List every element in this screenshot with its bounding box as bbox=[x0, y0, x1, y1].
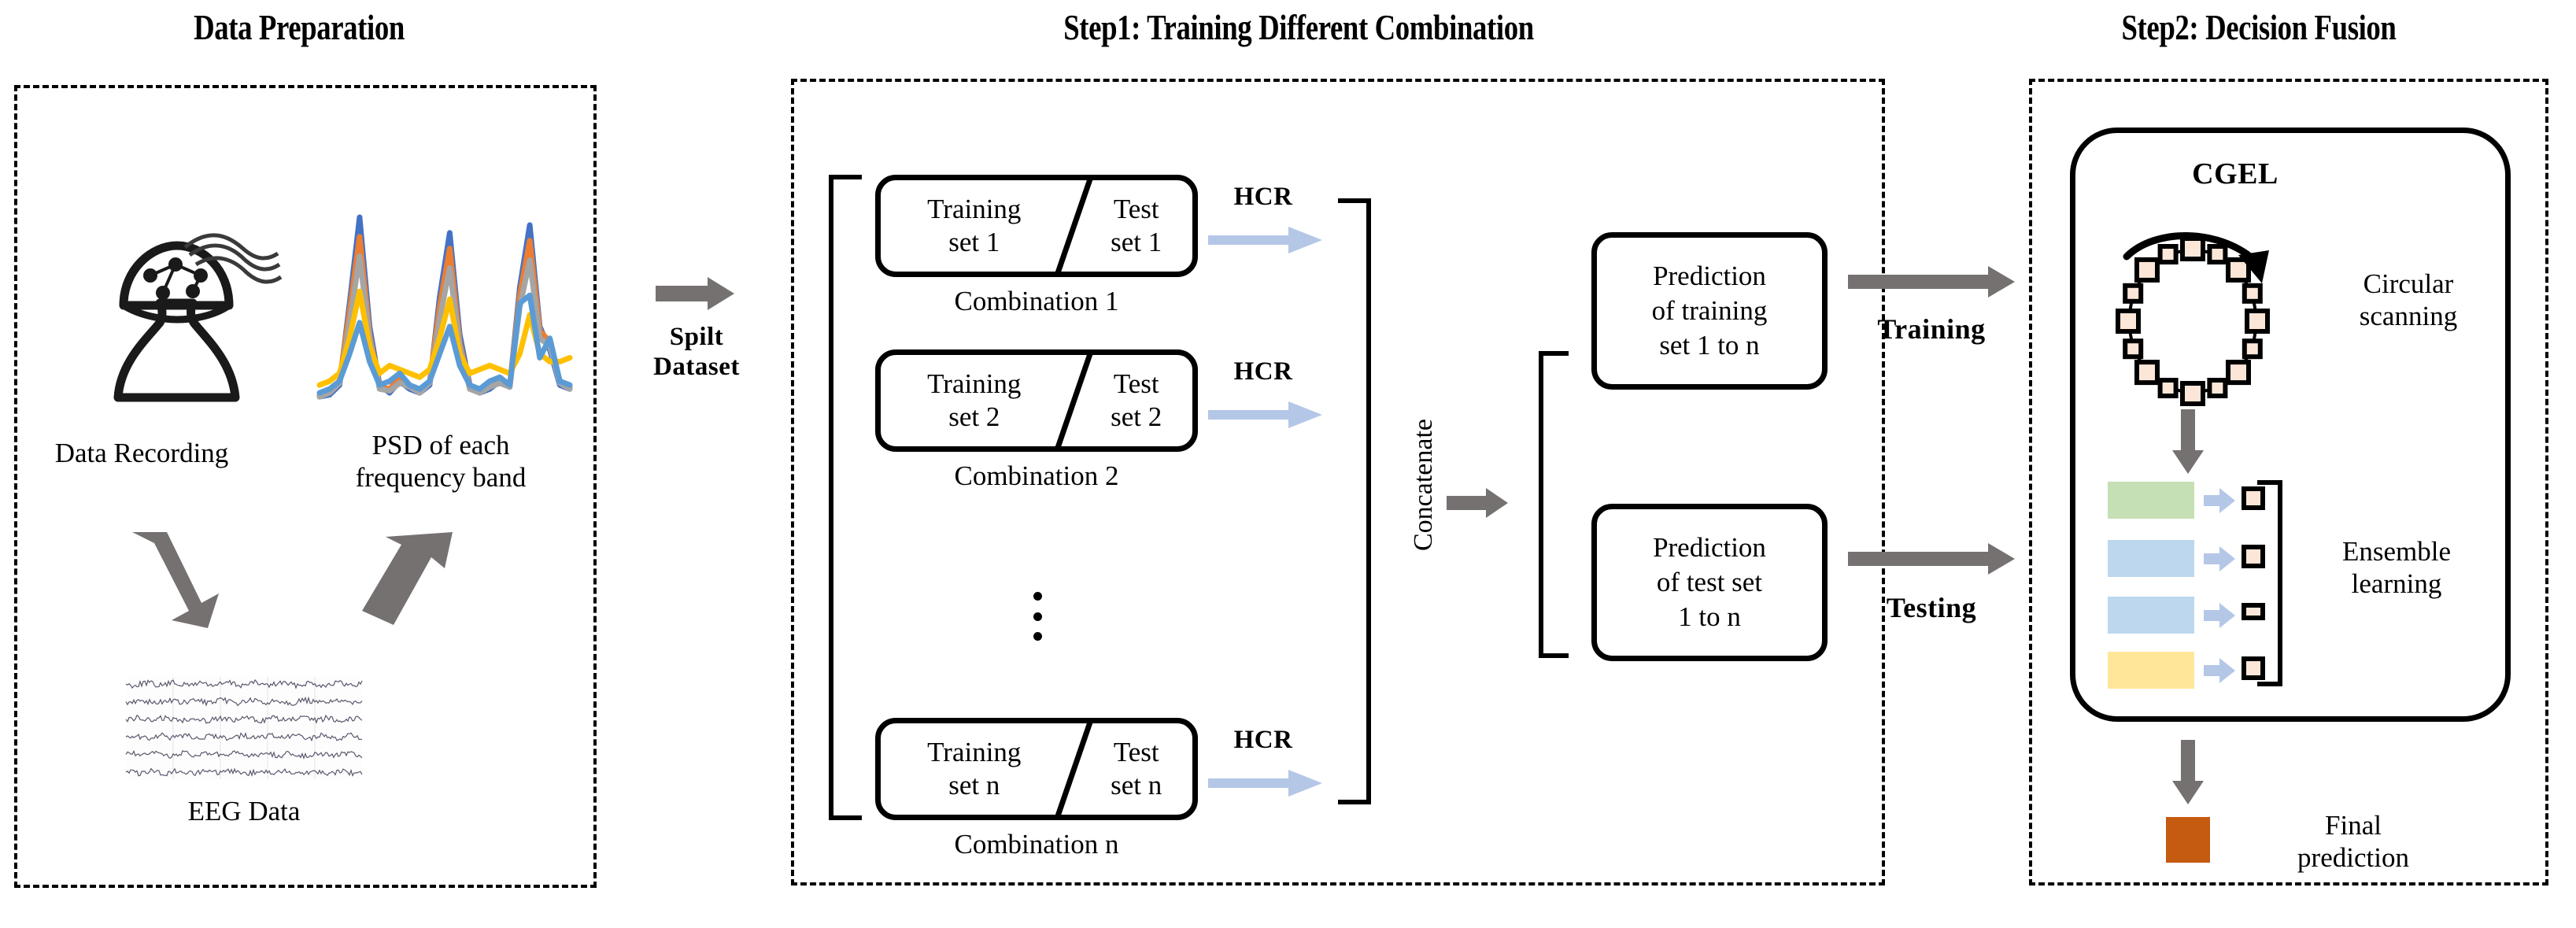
bracket-ensemble bbox=[2257, 480, 2282, 686]
test-set-label-1: Test set 1 bbox=[1111, 194, 1162, 257]
hcr-arrow-2 bbox=[1208, 401, 1322, 428]
panel-step1 bbox=[791, 79, 1885, 885]
combination-caption-1: Combination 1 bbox=[954, 286, 1119, 316]
bracket-combinations bbox=[829, 175, 862, 820]
eeg-raw-trace-image bbox=[125, 677, 363, 779]
panel-title-data-preparation: Data Preparation bbox=[194, 7, 405, 47]
ensemble-arrow-2 bbox=[2204, 546, 2235, 571]
ensemble-node-3 bbox=[2242, 603, 2265, 620]
prediction-training-box[interactable]: Prediction of training set 1 to n bbox=[1591, 232, 1828, 390]
combination-box-2[interactable]: Training set 2 Test set 2 bbox=[875, 349, 1198, 452]
ensemble-node-4 bbox=[2242, 656, 2265, 680]
arrow-to-final-prediction bbox=[2172, 740, 2204, 804]
arrow-split-dataset bbox=[656, 277, 734, 310]
ensemble-learning-label: Ensemble learning bbox=[2341, 536, 2452, 600]
training-set-label-2: Training set 2 bbox=[927, 368, 1022, 432]
final-prediction-label: Final prediction bbox=[2297, 810, 2409, 874]
panel-step2 bbox=[2029, 79, 2548, 885]
arrow-ring-to-ensemble bbox=[2172, 409, 2204, 474]
circular-scanning-label: Circular scanning bbox=[2359, 268, 2458, 332]
combination-ellipsis bbox=[1033, 592, 1042, 641]
arrow-testing bbox=[1848, 543, 2015, 575]
test-set-label-2: Test set 2 bbox=[1111, 368, 1162, 432]
data-recording-label: Data Recording bbox=[54, 438, 229, 468]
panel-title-step2: Step2: Decision Fusion bbox=[2121, 7, 2397, 47]
ensemble-arrow-4 bbox=[2204, 658, 2235, 683]
hcr-label-1: HCR bbox=[1233, 183, 1293, 211]
training-transition-label: Training bbox=[1877, 313, 1986, 345]
ensemble-bar-4 bbox=[2108, 652, 2194, 689]
circular-scanning-ring bbox=[2100, 211, 2301, 408]
arrow-concatenate bbox=[1447, 488, 1508, 518]
hcr-label-2: HCR bbox=[1233, 357, 1293, 386]
hcr-arrow-n bbox=[1208, 770, 1322, 797]
panel-data-preparation bbox=[14, 85, 597, 888]
cgel-label: CGEL bbox=[2192, 157, 2278, 190]
final-prediction-swatch bbox=[2166, 817, 2210, 863]
training-set-label-n: Training set n bbox=[927, 737, 1022, 800]
ensemble-bar-1 bbox=[2108, 482, 2194, 519]
hcr-label-n: HCR bbox=[1233, 726, 1293, 754]
prediction-test-box[interactable]: Prediction of test set 1 to n bbox=[1591, 504, 1828, 661]
ensemble-arrow-1 bbox=[2204, 488, 2235, 513]
panel-title-step1: Step1: Training Different Combination bbox=[1063, 7, 1534, 47]
split-dataset-label: Spilt Dataset bbox=[653, 323, 740, 381]
ensemble-arrow-3 bbox=[2204, 603, 2235, 628]
arrow-training bbox=[1848, 266, 2015, 298]
concatenate-label: Concatenate bbox=[1409, 418, 1438, 551]
ensemble-bar-2 bbox=[2108, 540, 2194, 577]
arrow-up-eeg-to-psd bbox=[353, 529, 459, 631]
psd-label: PSD of each frequency band bbox=[355, 430, 527, 494]
psd-chart bbox=[315, 213, 575, 409]
bracket-predictions bbox=[1539, 351, 1569, 658]
combination-box-1[interactable]: Training set 1 Test set 1 bbox=[875, 175, 1198, 277]
eeg-cap-head-icon bbox=[75, 213, 283, 421]
bracket-hcr-outputs bbox=[1338, 198, 1371, 804]
hcr-arrow-1 bbox=[1208, 227, 1322, 253]
training-set-label-1: Training set 1 bbox=[927, 194, 1022, 257]
ensemble-bar-3 bbox=[2108, 597, 2194, 634]
test-set-label-n: Test set n bbox=[1111, 737, 1162, 800]
ensemble-node-1 bbox=[2242, 486, 2265, 510]
combination-box-n[interactable]: Training set n Test set n bbox=[875, 718, 1198, 820]
combination-caption-n: Combination n bbox=[954, 829, 1119, 860]
eeg-data-label: EEG Data bbox=[187, 796, 301, 826]
testing-transition-label: Testing bbox=[1886, 592, 1977, 623]
arrow-down-recording-to-eeg bbox=[126, 529, 224, 631]
combination-caption-2: Combination 2 bbox=[954, 460, 1119, 491]
cgel-container bbox=[2070, 128, 2511, 722]
ensemble-node-2 bbox=[2242, 545, 2265, 568]
